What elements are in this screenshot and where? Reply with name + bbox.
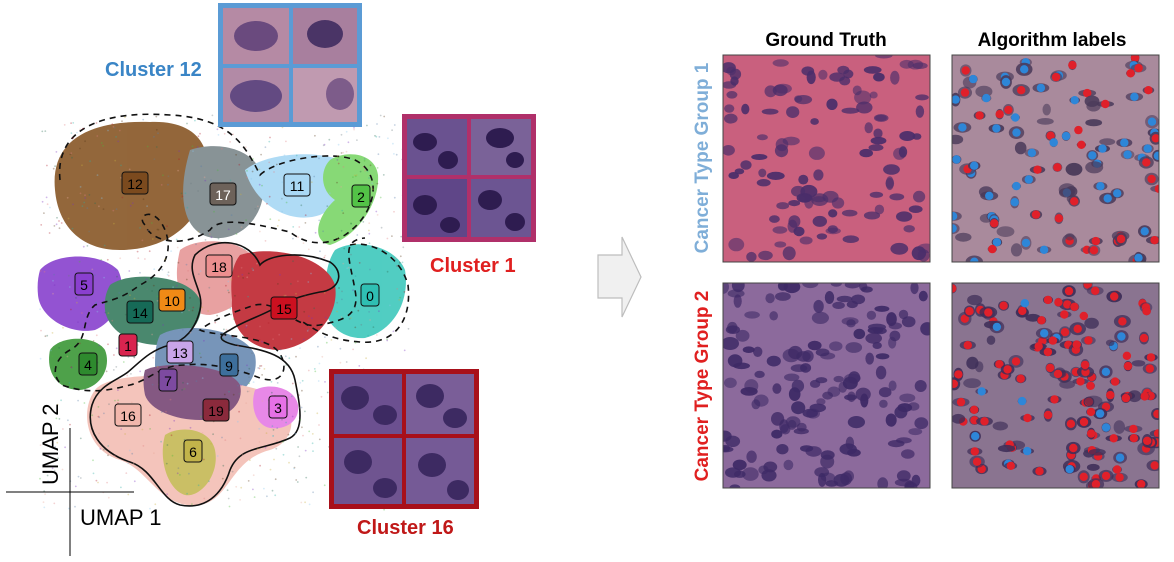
row-header-group1: Cancer Type Group 1	[692, 62, 713, 253]
cluster-badge-label: 5	[80, 277, 88, 293]
cluster-badge-label: 15	[276, 301, 292, 317]
cluster-badge-15: 15	[270, 296, 298, 320]
umap-plot: 12 17 11 2 0 18 15 5 10 14 1 13 9 4 7 16 19 3 6 UMAP 1 UMA…	[6, 113, 410, 556]
umap-x-label: UMAP 1	[80, 505, 162, 530]
tile-gt-group1	[723, 55, 930, 262]
cluster-badge-4: 4	[78, 352, 98, 376]
cluster-badge-7: 7	[158, 368, 178, 392]
tile-alg-group2	[952, 283, 1159, 488]
cluster-badge-label: 14	[132, 305, 148, 321]
cluster-badges: 12 17 11 2 0 18 15 5 10 14 1 13 9 4 7 16 19 3 6	[74, 171, 380, 463]
cluster16-label: Cluster 16	[357, 517, 454, 539]
col-header-algorithm-labels: Algorithm labels	[978, 30, 1127, 51]
cluster-badge-label: 3	[274, 400, 282, 416]
cluster-badge-14: 14	[126, 300, 154, 324]
cluster-badge-label: 16	[120, 408, 136, 424]
cluster-badge-label: 4	[84, 357, 92, 373]
callout-cluster12: Cluster 12	[105, 3, 362, 127]
cluster-badge-6: 6	[183, 439, 203, 463]
cluster-badge-label: 7	[164, 373, 172, 389]
cluster-badge-9: 9	[219, 353, 239, 377]
right-arrow-icon	[597, 236, 642, 318]
cluster-badge-label: 12	[127, 176, 143, 192]
cluster-badge-11: 11	[283, 173, 311, 197]
cluster-badge-label: 1	[124, 338, 132, 354]
cluster-badge-0: 0	[360, 283, 380, 307]
cluster1-label: Cluster 1	[430, 255, 516, 277]
cluster-badge-label: 18	[211, 259, 227, 275]
cluster-badge-16: 16	[114, 403, 142, 427]
tile-alg-group1	[952, 55, 1159, 262]
region-4	[49, 338, 108, 390]
cluster-badge-label: 11	[290, 178, 305, 194]
dashed-boundary-right	[299, 243, 410, 343]
cluster-badge-1: 1	[118, 333, 138, 357]
region-2	[318, 154, 379, 245]
cluster-badge-label: 0	[366, 288, 374, 304]
comparison-panel: Ground Truth Algorithm labels Cancer Typ…	[692, 30, 1160, 489]
cluster-badge-13: 13	[166, 340, 194, 364]
row-header-group2: Cancer Type Group 2	[692, 291, 713, 482]
tile-gt-group2	[723, 283, 930, 488]
cluster-badge-label: 19	[208, 403, 224, 419]
umap-y-label: UMAP 2	[38, 403, 63, 485]
cluster-badge-2: 2	[351, 184, 371, 208]
cluster12-label: Cluster 12	[105, 59, 202, 81]
cluster-badge-label: 9	[225, 358, 233, 374]
cluster-badge-5: 5	[74, 272, 94, 296]
solid-boundary	[89, 241, 340, 507]
cluster-badge-label: 10	[164, 293, 180, 309]
cluster-badge-18: 18	[205, 254, 233, 278]
cluster-badge-3: 3	[268, 395, 288, 419]
cluster-badge-label: 2	[357, 189, 365, 205]
umap-axes: UMAP 1 UMAP 2	[6, 403, 162, 556]
callout-cluster16: Cluster 16	[329, 369, 479, 539]
cluster-badge-label: 6	[189, 444, 197, 460]
cluster-badge-17: 17	[209, 182, 237, 206]
cluster-badge-label: 13	[172, 345, 188, 361]
dashed-boundary	[54, 113, 374, 392]
col-header-ground-truth: Ground Truth	[765, 30, 886, 51]
cluster-badge-12: 12	[121, 171, 149, 195]
cluster-badge-10: 10	[158, 288, 186, 312]
callout-cluster1: Cluster 1	[402, 114, 536, 277]
cluster-badge-label: 17	[215, 187, 231, 203]
cluster-badge-19: 19	[202, 398, 230, 422]
